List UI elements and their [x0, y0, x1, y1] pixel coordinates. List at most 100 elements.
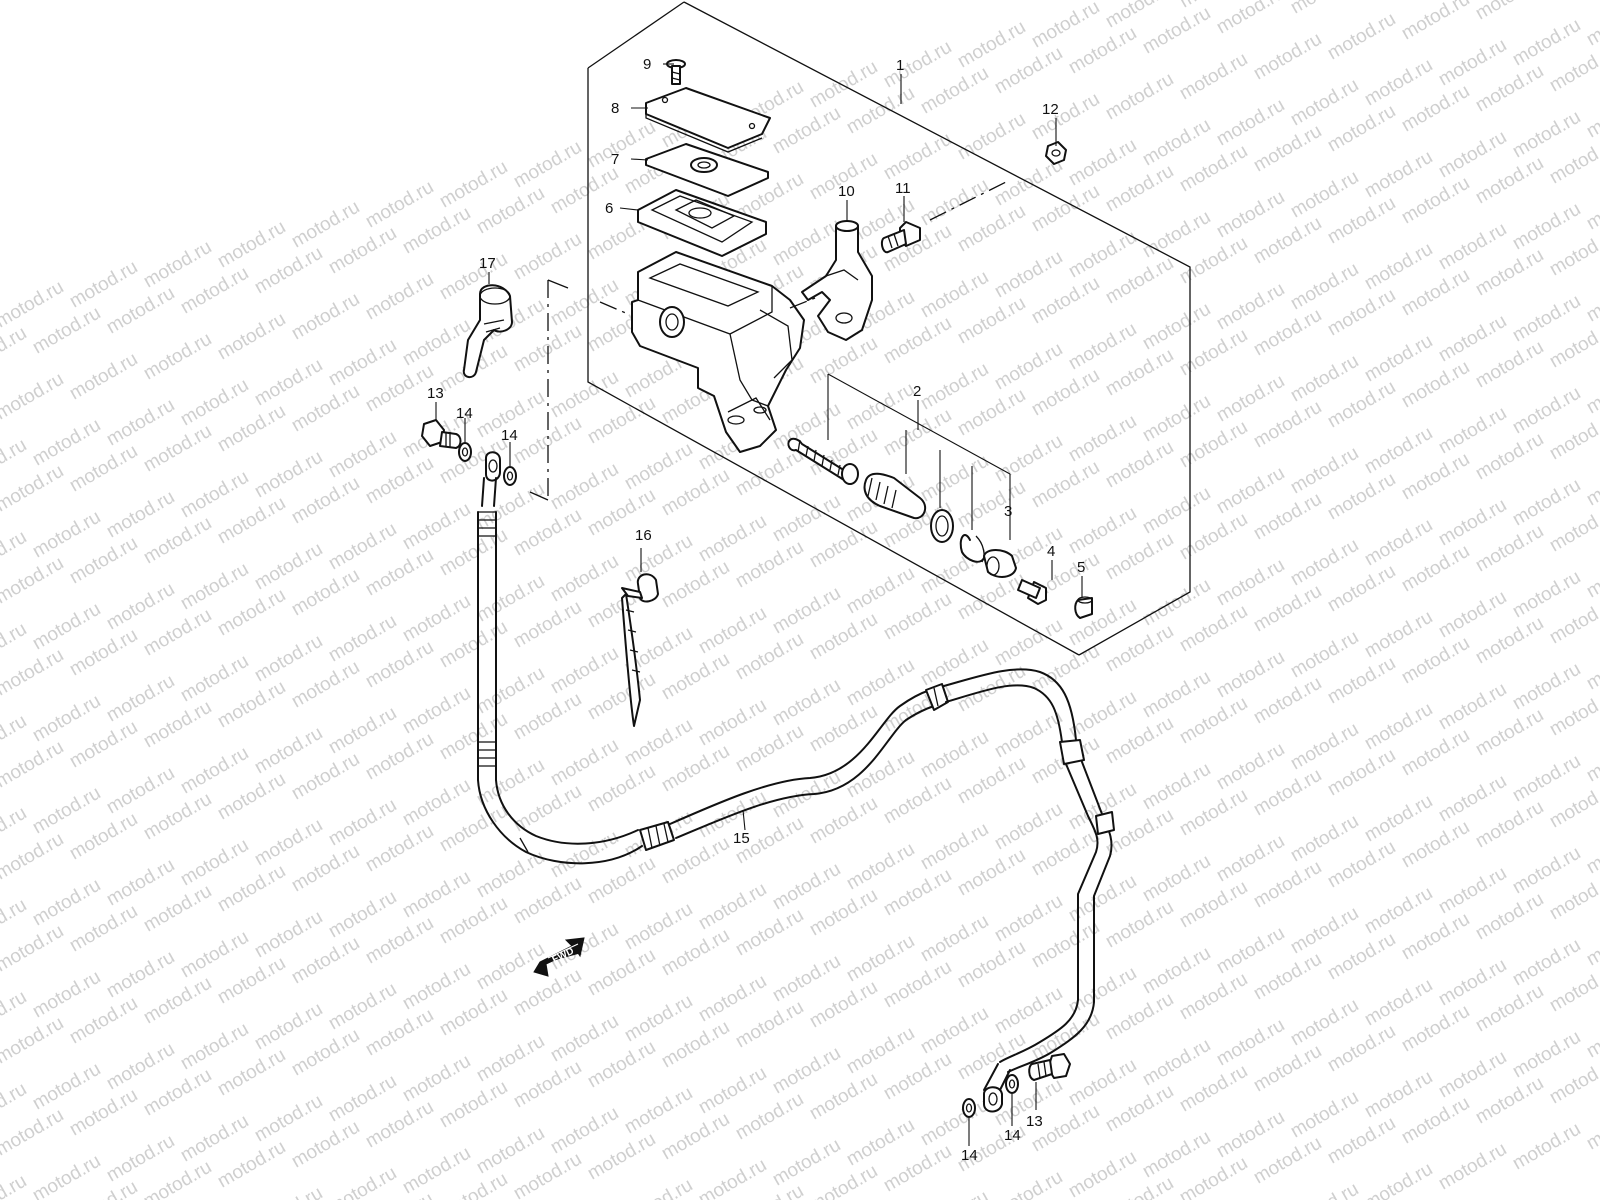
watermark-text: motod.ru: [1176, 785, 1251, 841]
watermark-text: motod.ru: [1324, 1021, 1399, 1077]
watermark-text: motod.ru: [1583, 1007, 1600, 1063]
label-part-14c: 14: [1004, 1127, 1021, 1144]
label-part-14: 14: [456, 405, 473, 422]
watermark-text: motod.ru: [917, 1187, 992, 1200]
watermark-text: motod.ru: [1583, 731, 1600, 787]
watermark-text: motod.ru: [1398, 0, 1473, 44]
label-part-14d: 14: [961, 1147, 978, 1164]
watermark-text: motod.ru: [1324, 929, 1399, 985]
watermark-text: motod.ru: [1398, 357, 1473, 413]
watermark-text: motod.ru: [1028, 917, 1103, 973]
watermark-text: motod.ru: [806, 609, 881, 665]
watermark-text: motod.ru: [806, 333, 881, 389]
watermark-text: motod.ru: [1065, 23, 1140, 79]
watermark-text: motod.ru: [1472, 521, 1547, 577]
watermark-text: motod.ru: [140, 605, 215, 661]
watermark-text: motod.ru: [251, 243, 326, 299]
watermark-text: motod.ru: [436, 893, 511, 949]
watermark-text: motod.ru: [880, 957, 955, 1013]
label-part-8: 8: [611, 100, 619, 117]
watermark-text: motod.ru: [880, 589, 955, 645]
watermark-text: motod.ru: [954, 109, 1029, 165]
watermark-text: motod.ru: [288, 1117, 363, 1173]
watermark-text: motod.ru: [658, 649, 733, 705]
watermark-text: motod.ru: [1509, 1119, 1584, 1175]
label-part-13: 13: [427, 385, 444, 402]
watermark-text: motod.ru: [1176, 233, 1251, 289]
watermark-text: motod.ru: [1176, 325, 1251, 381]
watermark-text: motod.ru: [1102, 345, 1177, 401]
watermark-text: motod.ru: [362, 1005, 437, 1061]
part-2-piston-kit: [787, 437, 1093, 619]
watermark-text: motod.ru: [917, 63, 992, 119]
watermark-text: motod.ru: [325, 1163, 400, 1200]
watermark-text: motod.ru: [66, 533, 141, 589]
watermark-text: motod.ru: [288, 657, 363, 713]
watermark-text: motod.ru: [1176, 417, 1251, 473]
watermark-text: motod.ru: [732, 721, 807, 777]
watermark-text: motod.ru: [66, 625, 141, 681]
watermark-text: motod.ru: [214, 953, 289, 1009]
watermark-text: motod.ru: [732, 445, 807, 501]
watermark-text: motod.ru: [1102, 621, 1177, 677]
label-part-7: 7: [611, 151, 619, 168]
watermark-text: motod.ru: [214, 401, 289, 457]
watermark-text: motod.ru: [510, 1057, 585, 1113]
watermark-text: motod.ru: [806, 1069, 881, 1125]
watermark-text: motod.ru: [1583, 179, 1600, 235]
watermark-text: motod.ru: [806, 885, 881, 941]
watermark-text: motod.ru: [732, 629, 807, 685]
watermark-text: motod.ru: [288, 381, 363, 437]
watermark-text: motod.ru: [880, 129, 955, 185]
watermark-text: motod.ru: [436, 801, 511, 857]
label-part-15: 15: [733, 830, 750, 847]
watermark-text: motod.ru: [1583, 823, 1600, 879]
watermark-text: motod.ru: [732, 537, 807, 593]
watermark-text: motod.ru: [1324, 101, 1399, 157]
label-part-11: 11: [895, 180, 911, 197]
watermark-text: motod.ru: [1324, 193, 1399, 249]
watermark-text: motod.ru: [288, 841, 363, 897]
watermark-text: motod.ru: [140, 789, 215, 845]
watermark-text: motod.ru: [1102, 69, 1177, 125]
watermark-text: motod.ru: [1398, 817, 1473, 873]
watermark-text: motod.ru: [1213, 0, 1288, 38]
watermark-text: motod.ru: [1250, 673, 1325, 729]
watermark-text: motod.ru: [0, 369, 67, 425]
watermark-text: motod.ru: [584, 1037, 659, 1093]
watermark-text: motod.ru: [1028, 273, 1103, 329]
label-part-2: 2: [913, 383, 921, 400]
watermark-text: motod.ru: [103, 283, 178, 339]
watermark-text: motod.ru: [473, 183, 548, 239]
watermark-text: motod.ru: [1250, 1041, 1325, 1097]
part-14-washers: [458, 442, 1019, 1118]
watermark-text: motod.ru: [1472, 245, 1547, 301]
watermark-text: motod.ru: [1250, 1133, 1325, 1189]
watermark-text: motod.ru: [1324, 285, 1399, 341]
watermark-text: motod.ru: [1472, 889, 1547, 945]
watermark-text: motod.ru: [510, 505, 585, 561]
watermark-text: motod.ru: [954, 201, 1029, 257]
watermark-text: motod.ru: [1250, 765, 1325, 821]
watermark-text: motod.ru: [732, 905, 807, 961]
watermark-text: motod.ru: [584, 1129, 659, 1185]
watermark-text: motod.ru: [510, 597, 585, 653]
watermark-text: motod.ru: [1176, 509, 1251, 565]
watermark-text: motod.ru: [251, 1183, 326, 1200]
watermark-text: motod.ru: [510, 873, 585, 929]
watermark-text: motod.ru: [362, 637, 437, 693]
watermark-text: motod.ru: [1176, 969, 1251, 1025]
watermark-text: motod.ru: [1028, 457, 1103, 513]
label-part-10: 10: [838, 183, 855, 200]
watermark-text: motod.ru: [1583, 915, 1600, 971]
watermark-text: motod.ru: [214, 309, 289, 365]
watermark-text: motod.ru: [325, 223, 400, 279]
watermark-text: motod.ru: [1472, 1073, 1547, 1129]
watermark-text: motod.ru: [1324, 653, 1399, 709]
watermark-text: motod.ru: [1472, 797, 1547, 853]
watermark-text: motod.ru: [1361, 1159, 1436, 1200]
watermark-text: motod.ru: [1102, 897, 1177, 953]
watermark-text: motod.ru: [1028, 181, 1103, 237]
watermark-text: motod.ru: [1028, 825, 1103, 881]
watermark-text: motod.ru: [1398, 633, 1473, 689]
